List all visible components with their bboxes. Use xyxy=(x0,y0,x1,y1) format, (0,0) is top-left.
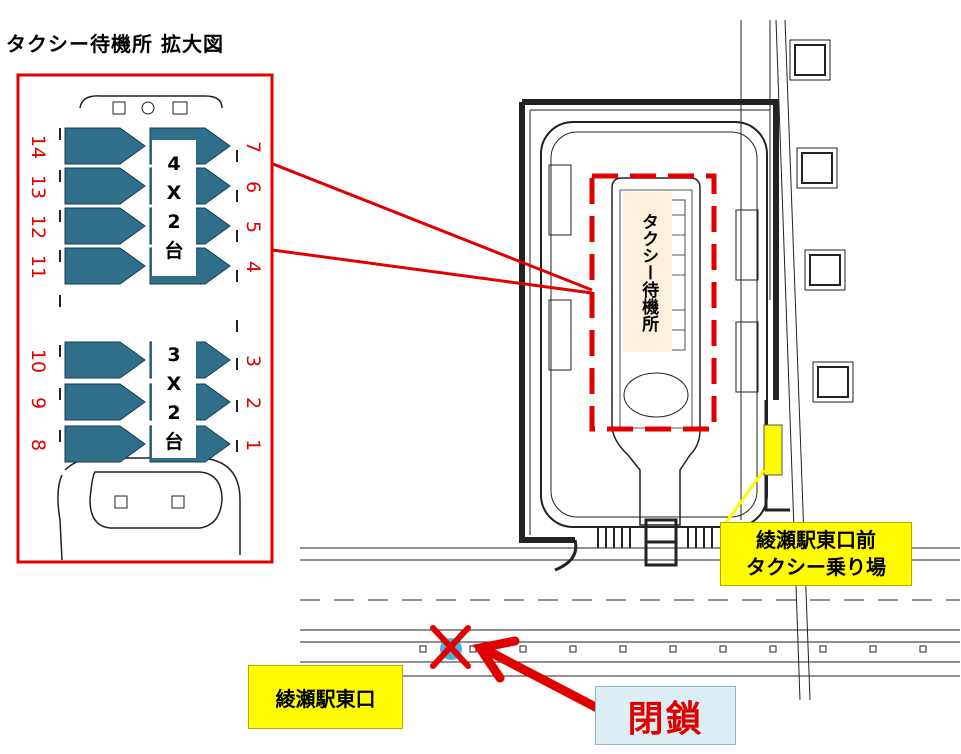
slot-number-3: 3 xyxy=(242,354,264,368)
callout-line-bottom xyxy=(234,243,593,295)
taxi-waiting-area-label: タクシー待機所 xyxy=(623,192,672,352)
lower-count-line4: 台 xyxy=(164,431,184,453)
slot-number-9: 9 xyxy=(27,396,49,410)
taxi-stand-leader xyxy=(723,469,766,525)
slot-number-2: 2 xyxy=(242,396,264,410)
east-exit-label: 綾瀬駅東口 xyxy=(248,665,403,729)
closed-x-icon xyxy=(430,625,471,669)
upper-count-line3: 2 xyxy=(167,211,181,233)
plaza-outline xyxy=(300,19,960,701)
taxi-slot-12 xyxy=(64,207,146,245)
taxi-slot-11 xyxy=(64,247,146,285)
waiting-area-highlight xyxy=(589,173,717,432)
taxi-stand-label: 綾瀬駅東口前 タクシー乗り場 xyxy=(720,522,912,586)
upper-count-line4: 台 xyxy=(164,240,184,262)
callout-line-top xyxy=(229,145,593,292)
page-title: タクシー待機所 拡大図 xyxy=(6,32,224,56)
slot-number-12: 12 xyxy=(27,214,49,240)
lower-group-count: 3 X 2 台 xyxy=(152,340,196,458)
slot-number-13: 13 xyxy=(27,174,49,200)
taxi-stand-zone xyxy=(763,424,783,476)
taxi-slot-9 xyxy=(64,383,146,421)
taxi-stand-label-line2: タクシー乗り場 xyxy=(746,555,886,579)
upper-count-line1: 4 xyxy=(167,153,181,175)
slot-number-6: 6 xyxy=(242,180,264,194)
slot-number-14: 14 xyxy=(27,134,49,160)
slot-number-1: 1 xyxy=(242,438,264,452)
inset-frame xyxy=(16,73,274,564)
lower-count-line1: 3 xyxy=(167,344,181,366)
lower-count-line2: X xyxy=(166,373,182,395)
taxi-slot-13 xyxy=(64,167,146,205)
slot-number-4: 4 xyxy=(242,260,264,274)
taxi-stand-label-line1: 綾瀬駅東口前 xyxy=(756,528,876,552)
closed-arrow-icon xyxy=(472,636,610,717)
lower-count-line3: 2 xyxy=(167,402,181,424)
slot-number-5: 5 xyxy=(242,220,264,234)
taxi-slot-10 xyxy=(64,341,146,379)
slot-number-10: 10 xyxy=(27,348,49,374)
taxi-slot-14 xyxy=(64,127,146,165)
slot-number-11: 11 xyxy=(27,254,49,280)
upper-count-line2: X xyxy=(166,182,182,204)
slot-number-7: 7 xyxy=(242,140,264,154)
slot-number-8: 8 xyxy=(27,438,49,452)
upper-group-count: 4 X 2 台 xyxy=(152,140,196,276)
taxi-slot-8 xyxy=(64,425,146,463)
closed-label: 閉鎖 xyxy=(595,686,736,745)
